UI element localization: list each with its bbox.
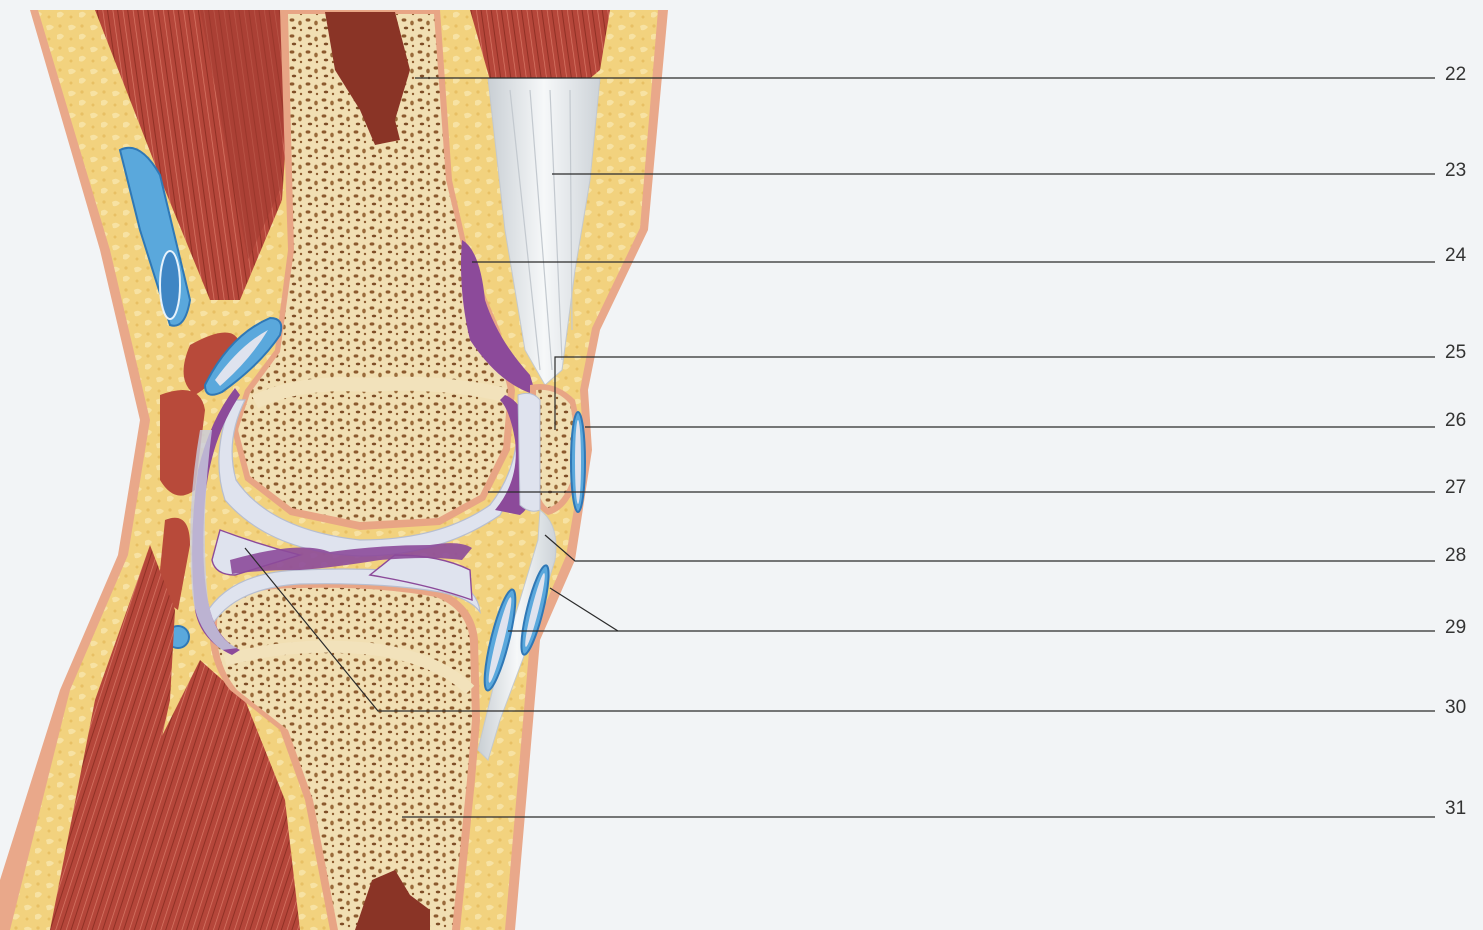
label-29: 29 xyxy=(1445,617,1466,638)
label-22: 22 xyxy=(1445,64,1466,85)
popliteal-vessel-lumen xyxy=(160,251,180,319)
leader-line-25 xyxy=(555,357,1435,430)
patellar-articular-cartilage xyxy=(518,393,540,511)
label-25: 25 xyxy=(1445,342,1466,363)
label-30: 30 xyxy=(1445,697,1466,718)
leader-line-28 xyxy=(545,535,1435,561)
label-27: 27 xyxy=(1445,477,1466,498)
label-31: 31 xyxy=(1445,798,1466,819)
label-28: 28 xyxy=(1445,545,1466,566)
label-24: 24 xyxy=(1445,245,1467,266)
label-23: 23 xyxy=(1445,160,1466,181)
leader-line-29a xyxy=(550,588,1435,631)
label-26: 26 xyxy=(1445,410,1466,431)
